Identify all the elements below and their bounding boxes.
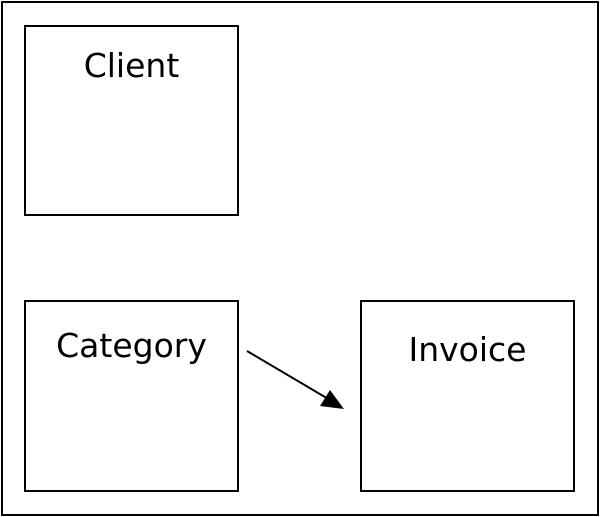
category-label: Category <box>56 326 207 365</box>
invoice-box: Invoice <box>360 300 575 492</box>
category-box: Category <box>24 300 239 492</box>
invoice-label: Invoice <box>408 330 527 369</box>
client-label: Client <box>83 46 180 85</box>
client-box: Client <box>24 25 239 216</box>
